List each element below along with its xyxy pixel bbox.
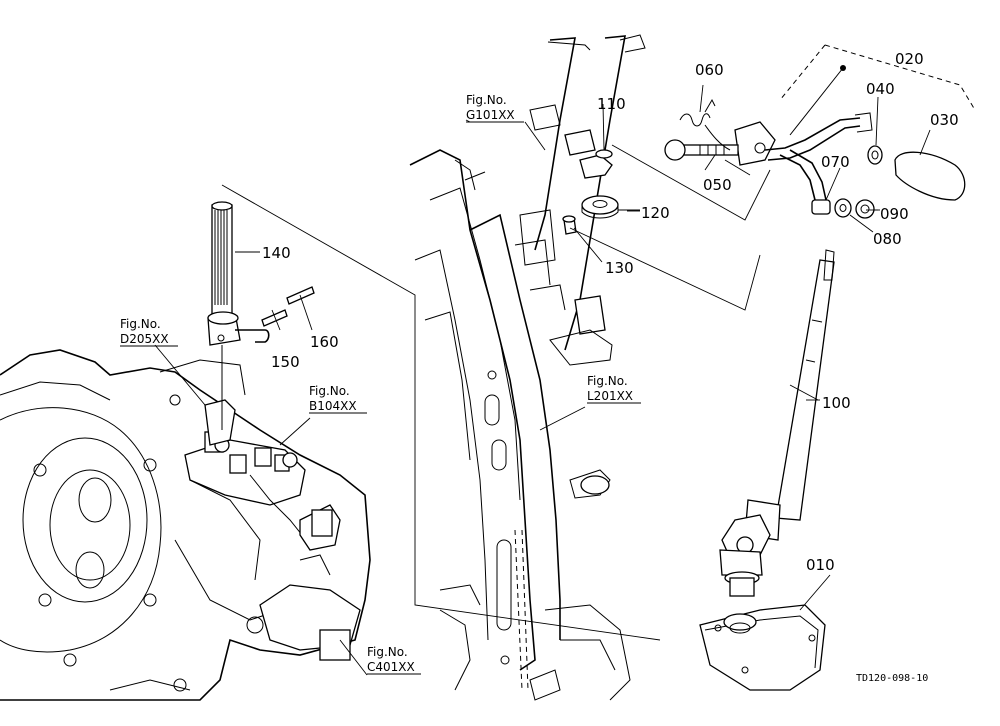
label-080: 080 xyxy=(873,230,902,248)
label-010: 010 xyxy=(806,556,835,574)
shaft-100 xyxy=(719,249,835,597)
fig-ref-d205: Fig.No. D205XX xyxy=(120,317,178,347)
base-plate-010 xyxy=(699,604,826,691)
shift-mechanism xyxy=(184,399,361,661)
label-dashes xyxy=(248,209,878,401)
fig-ref-b104: Fig.No. B104XX xyxy=(309,384,367,414)
figure-refs: Fig.No. G101XX Fig.No. D205XX Fig.No. B1… xyxy=(120,93,641,675)
label-140: 140 xyxy=(262,244,291,262)
svg-text:C401XX: C401XX xyxy=(367,660,415,674)
label-060: 060 xyxy=(695,61,724,79)
fig-ref-l201: Fig.No. L201XX xyxy=(587,374,641,404)
label-150: 150 xyxy=(271,353,300,371)
fig-ref-g101: Fig.No. G101XX xyxy=(466,93,524,123)
svg-text:B104XX: B104XX xyxy=(309,399,357,413)
part-labels: 010 020 030 040 050 060 070 080 090 100 … xyxy=(262,50,959,574)
pin-150 xyxy=(261,309,288,327)
svg-text:Fig.No.: Fig.No. xyxy=(309,384,350,398)
label-120: 120 xyxy=(641,204,670,222)
pivot-assembly xyxy=(562,149,619,235)
label-040: 040 xyxy=(866,80,895,98)
shift-shaft-140 xyxy=(207,201,270,430)
label-050: 050 xyxy=(703,176,732,194)
label-110: 110 xyxy=(597,95,626,113)
label-030: 030 xyxy=(930,111,959,129)
frame-chassis xyxy=(409,149,631,701)
console-plates xyxy=(514,34,646,499)
transmission-housing xyxy=(0,349,371,701)
label-160: 160 xyxy=(310,333,339,351)
label-070: 070 xyxy=(821,153,850,171)
fig-ref-c401: Fig.No. C401XX xyxy=(367,645,421,675)
svg-text:G101XX: G101XX xyxy=(466,108,515,122)
svg-text:Fig.No.: Fig.No. xyxy=(367,645,408,659)
label-100: 100 xyxy=(822,394,851,412)
label-090: 090 xyxy=(880,205,909,223)
lever-assembly xyxy=(664,44,976,219)
label-130: 130 xyxy=(605,259,634,277)
svg-text:Fig.No.: Fig.No. xyxy=(120,317,161,331)
drawing-code: TD120-098-10 xyxy=(856,673,928,684)
svg-text:Fig.No.: Fig.No. xyxy=(587,374,628,388)
svg-text:L201XX: L201XX xyxy=(587,389,633,403)
leader-lines xyxy=(154,84,931,676)
label-020: 020 xyxy=(895,50,924,68)
svg-text:Fig.No.: Fig.No. xyxy=(466,93,507,107)
svg-text:D205XX: D205XX xyxy=(120,332,169,346)
